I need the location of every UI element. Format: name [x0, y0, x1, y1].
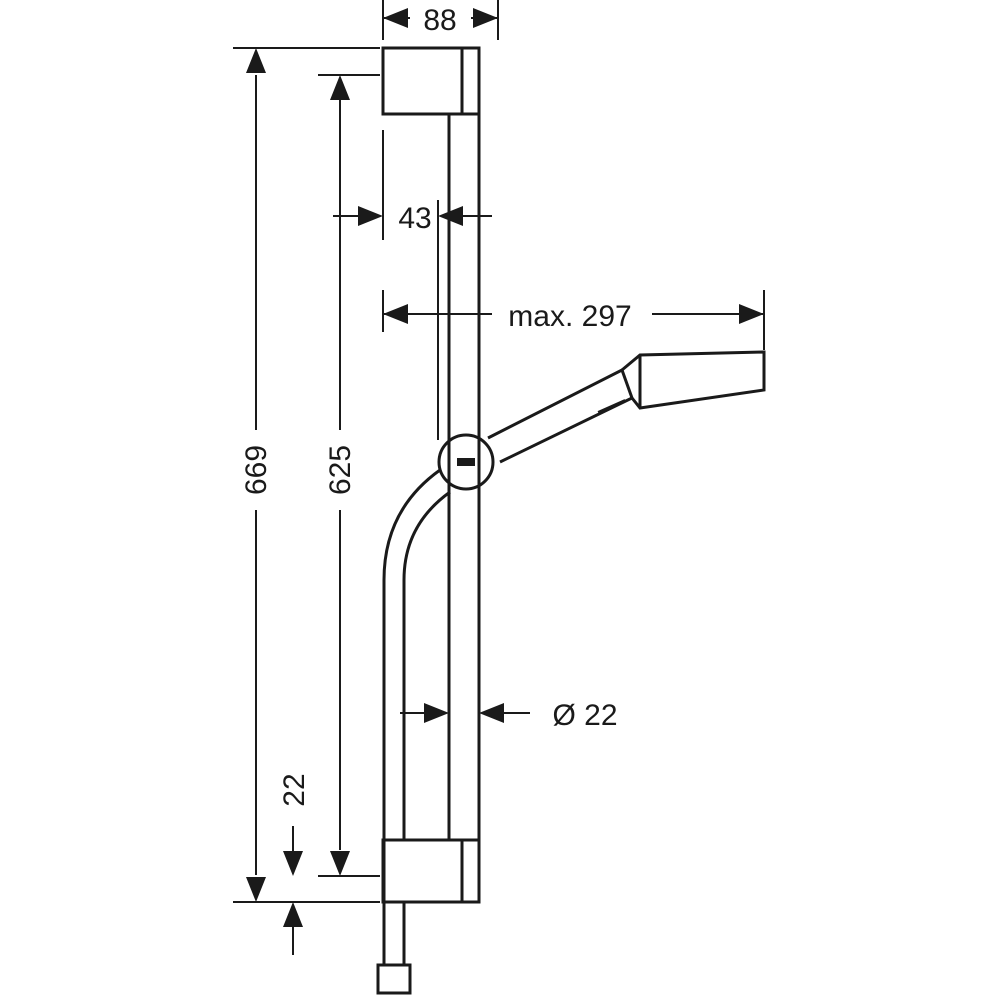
handle-detail: [597, 399, 626, 413]
shower-rail-assembly: [376, 46, 766, 995]
holder-slot: [457, 458, 475, 466]
shower-hose-inner: [402, 490, 451, 840]
bottom-wall-bracket: [381, 838, 481, 904]
hose-connector: [376, 963, 412, 995]
arrow-head: [246, 48, 266, 73]
dimension-width-top: 88: [382, 0, 499, 40]
bar-height-label: 625: [324, 445, 357, 495]
shower-hose-outer: [382, 468, 441, 902]
arrow-head: [330, 75, 350, 100]
arrow-head: [358, 206, 383, 226]
dimension-bar-offset: 43: [333, 130, 492, 440]
bottom-offset-label: 22: [278, 773, 311, 806]
arrow-head: [383, 8, 408, 28]
dimension-bar-diameter: Ø 22: [400, 699, 618, 732]
arrow-head: [283, 851, 303, 876]
sliding-holder: [437, 433, 495, 491]
dimension-bar-height: 625: [318, 74, 380, 877]
hand-shower-handle: [487, 367, 634, 464]
max-reach-label: max. 297: [508, 300, 631, 333]
arrow-head: [438, 206, 463, 226]
arrow-head: [330, 851, 350, 876]
bar-diameter-label: Ø 22: [552, 699, 617, 732]
arrow-head: [739, 304, 764, 324]
arrow-head: [479, 703, 504, 723]
arrow-head: [383, 304, 408, 324]
hand-shower-head: [621, 350, 766, 410]
top-wall-bracket: [381, 46, 481, 116]
dimension-bottom-offset: 22: [278, 773, 311, 955]
overall-height-label: 669: [240, 445, 273, 495]
width-top-label: 88: [423, 4, 456, 37]
arrow-head: [473, 8, 498, 28]
arrow-head: [246, 877, 266, 902]
dimension-max-reach: max. 297: [382, 290, 765, 350]
arrow-head: [283, 902, 303, 927]
arrow-head: [424, 703, 449, 723]
bar-offset-label: 43: [398, 202, 431, 235]
dimension-overall-height: 669: [233, 47, 380, 903]
